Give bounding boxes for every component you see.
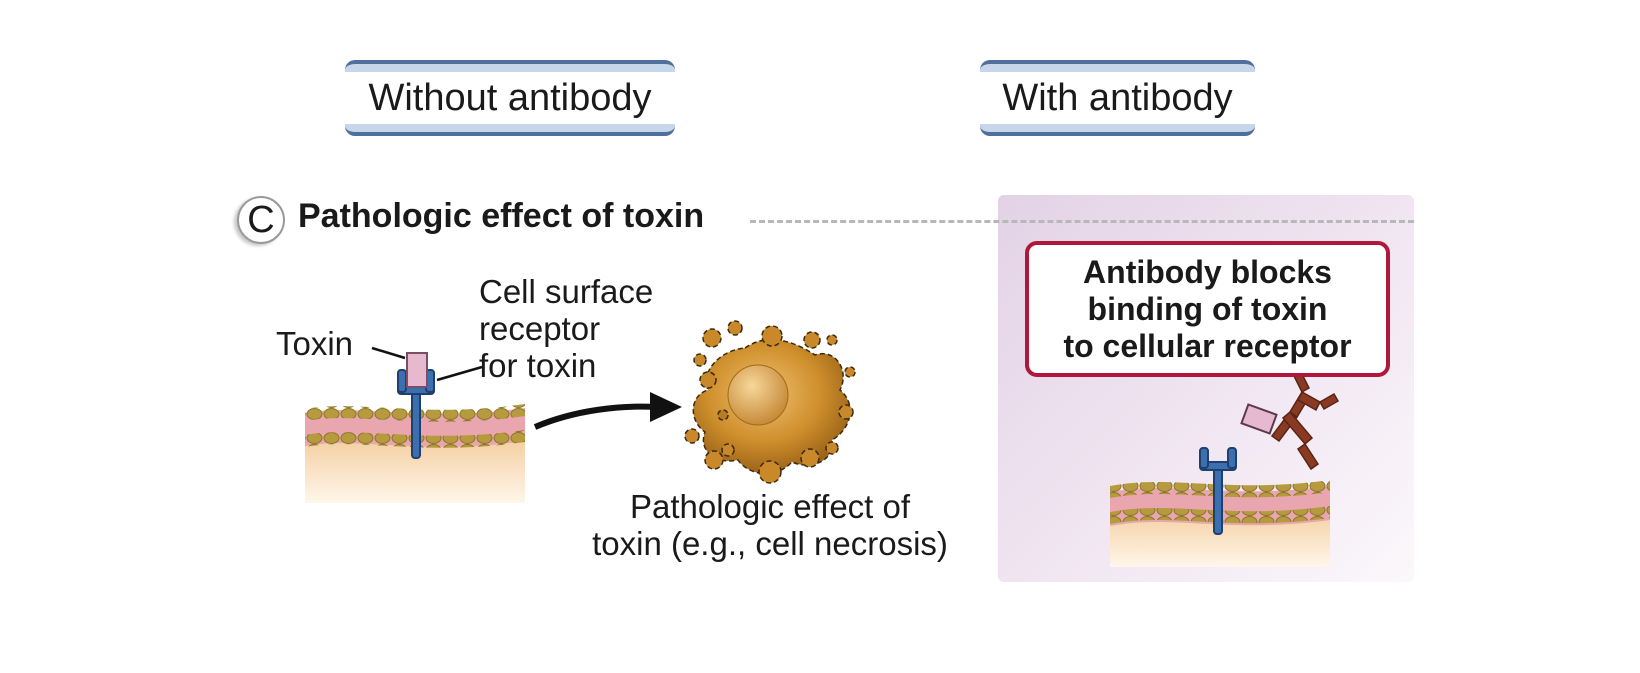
antibody-toxin-complex — [1240, 370, 1340, 471]
section-title: Pathologic effect of toxin — [298, 197, 705, 235]
toxin-leader-line — [371, 346, 406, 360]
header-with-antibody: With antibody — [980, 60, 1255, 136]
arrow-to-effect — [533, 392, 682, 430]
antibody-blocks-callout: Antibody blocks binding of toxin to cell… — [1025, 241, 1390, 377]
receptor-label: Cell surface receptor for toxin — [479, 273, 654, 384]
pathologic-effect-label: Pathologic effect of toxin (e.g., cell n… — [592, 488, 948, 562]
header-without-antibody: Without antibody — [345, 60, 675, 136]
cell-surface-receptor-right — [1199, 447, 1237, 535]
necrotic-cell — [684, 320, 856, 484]
toxin-left — [406, 352, 428, 388]
section-divider — [750, 220, 1414, 223]
toxin-label: Toxin — [276, 325, 354, 362]
section-letter: C — [237, 196, 285, 244]
receptor-leader-line — [436, 365, 483, 382]
